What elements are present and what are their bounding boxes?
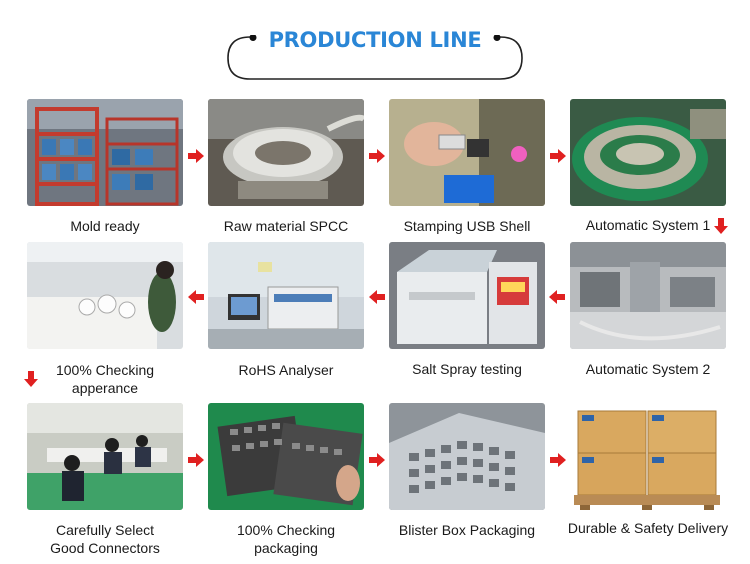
step-label: Automatic System 2: [585, 361, 711, 377]
step-label: Automatic System 1: [585, 217, 711, 233]
arrow-down-icon: [24, 371, 38, 387]
step-label: packaging: [254, 540, 318, 556]
arrow-left-icon: [369, 290, 385, 304]
inspection-table-photo: [27, 242, 183, 349]
step-label: Good Connectors: [50, 540, 160, 556]
mold-rack-photo: [27, 99, 183, 206]
step-label: Durable & Safety Delivery: [567, 520, 729, 536]
arrow-right-icon: [550, 149, 566, 163]
step-label: RoHS Analyser: [238, 362, 334, 378]
arrow-right-icon: [550, 453, 566, 467]
steel-coil-photo: [208, 99, 364, 206]
workers-photo: [27, 403, 183, 510]
step-label: Carefully Select: [55, 522, 155, 538]
vibratory-feeder-photo: [570, 99, 726, 206]
title-frame: [226, 35, 524, 81]
rohs-analyser-photo: [208, 242, 364, 349]
arrow-right-icon: [369, 453, 385, 467]
arrow-left-icon: [549, 290, 565, 304]
arrow-right-icon: [188, 453, 204, 467]
salt-spray-chamber-photo: [389, 242, 545, 349]
blister-trays-photo: [389, 403, 545, 510]
step-label: Salt Spray testing: [412, 361, 522, 377]
stamping-photo: [389, 99, 545, 206]
arrow-right-icon: [369, 149, 385, 163]
step-label: 100% Checking: [55, 362, 155, 378]
step-label: Raw material SPCC: [223, 218, 349, 234]
step-label: Mold ready: [70, 218, 140, 234]
arrow-left-icon: [188, 290, 204, 304]
step-label: 100% Checking: [236, 522, 336, 538]
carton-pallet-photo: [570, 403, 726, 510]
step-label: Blister Box Packaging: [398, 522, 536, 538]
arrow-down-icon: [714, 218, 728, 234]
arrow-right-icon: [188, 149, 204, 163]
tray-packaging-photo: [208, 403, 364, 510]
step-label: Stamping USB Shell: [403, 218, 531, 234]
step-label: apperance: [71, 380, 139, 396]
automation-machine-photo: [570, 242, 726, 349]
page-title: PRODUCTION LINE: [226, 28, 524, 52]
